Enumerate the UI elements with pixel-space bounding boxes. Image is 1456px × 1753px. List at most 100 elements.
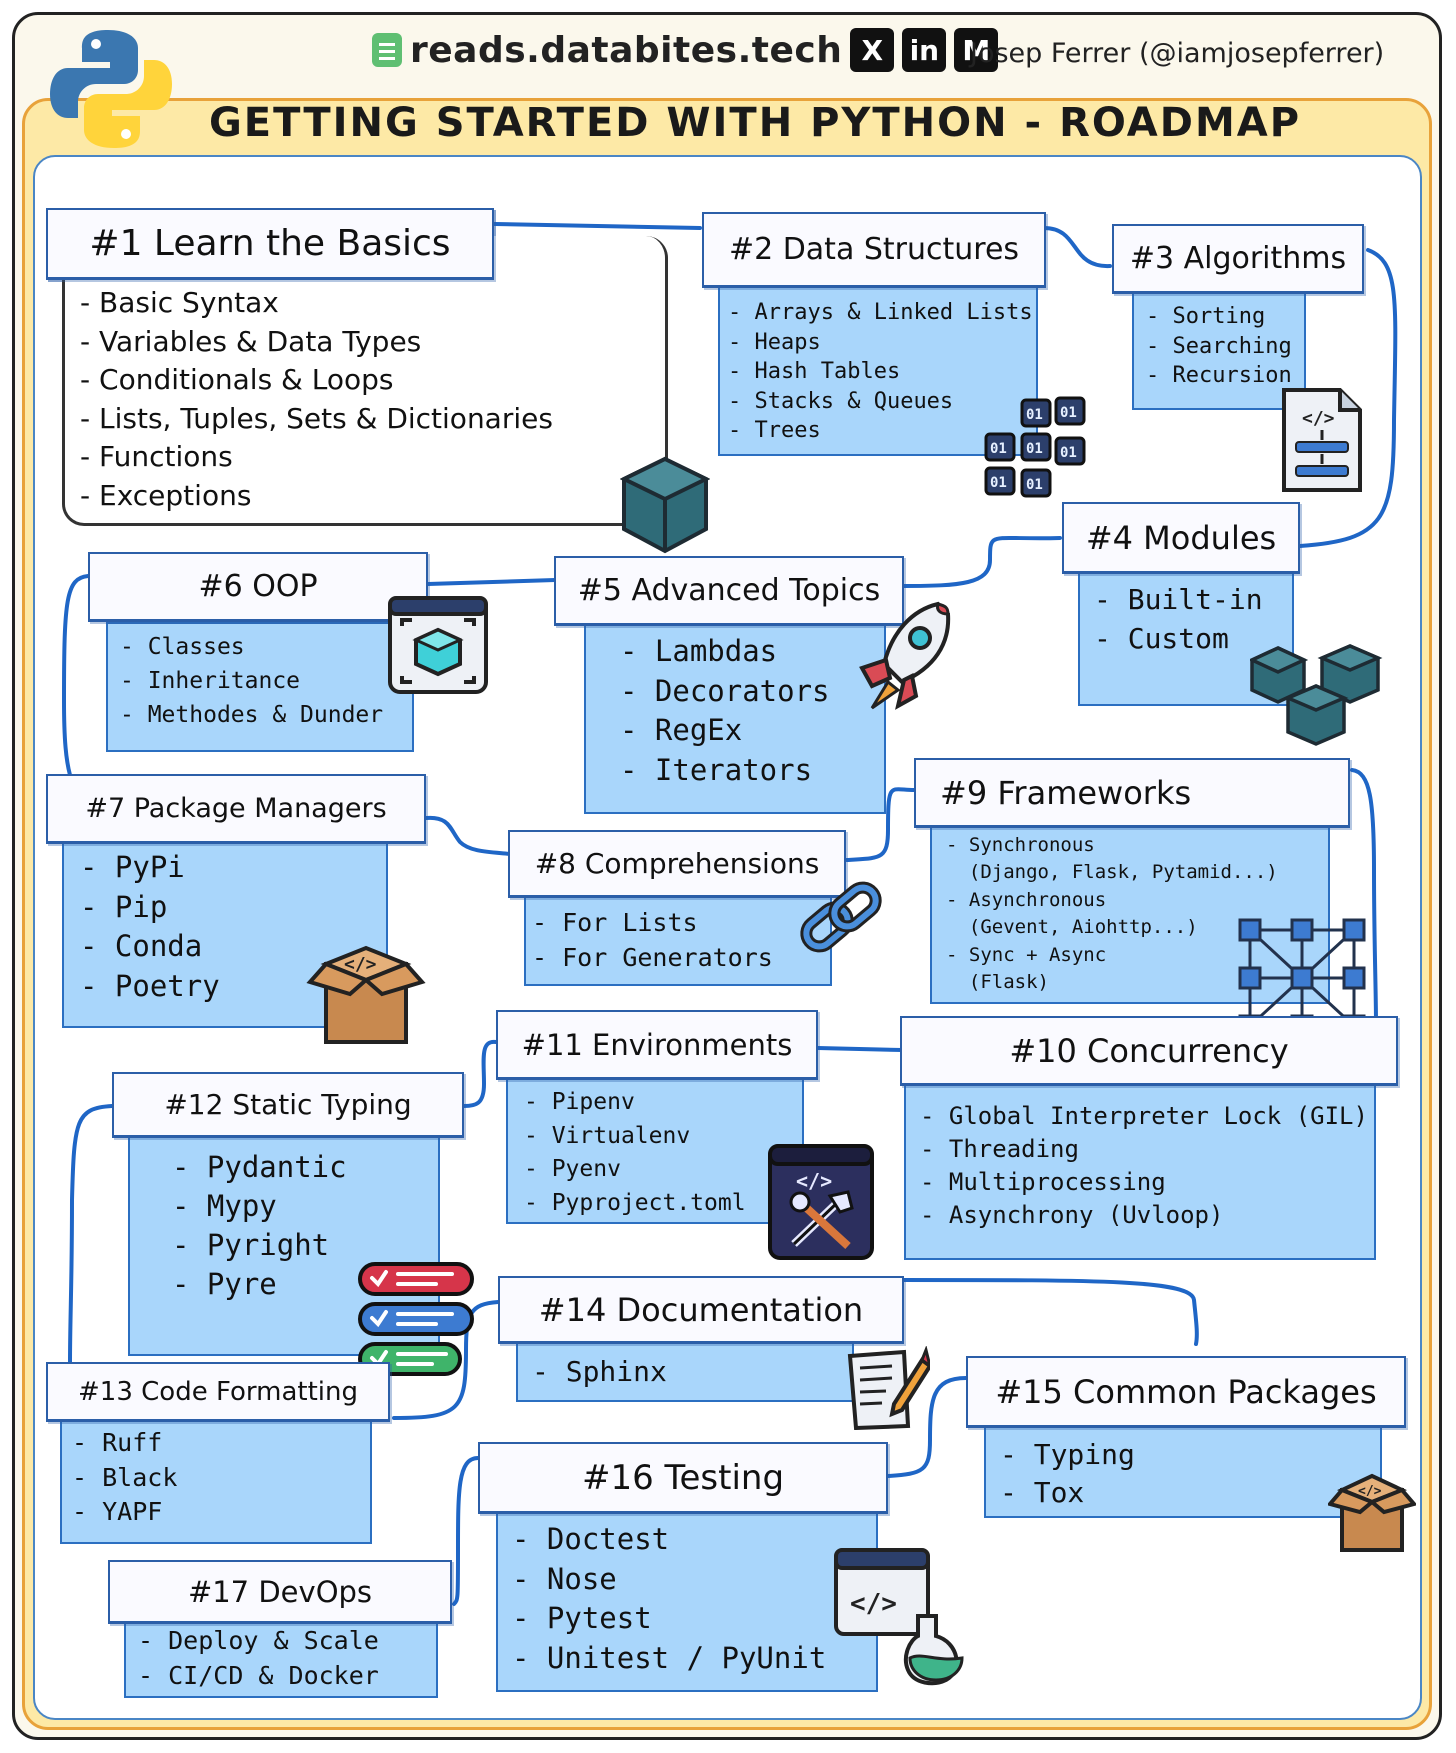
- svg-text:01: 01: [1026, 477, 1043, 493]
- svg-text:</>: </>: [1302, 408, 1335, 429]
- section-2-title: #2 Data Structures: [702, 212, 1046, 288]
- binary-grid-icon: 01 01 01 01 01 01 01: [984, 396, 1086, 498]
- list-item: Built-in: [1094, 580, 1263, 619]
- list-item: Iterators: [620, 751, 830, 791]
- list-item: Multiprocessing: [920, 1166, 1368, 1199]
- section-4-title: #4 Modules: [1062, 502, 1300, 574]
- list-item: Arrays & Linked Lists: [728, 298, 1033, 328]
- connector-7-8: [424, 815, 512, 856]
- list-item: RegEx: [620, 711, 830, 751]
- list-item: YAPF: [72, 1495, 177, 1530]
- list-item: For Generators: [532, 941, 773, 976]
- svg-text:01: 01: [1026, 407, 1043, 423]
- section-13-list: Ruff Black YAPF: [72, 1426, 177, 1530]
- section-11-title: #11 Environments: [496, 1010, 818, 1080]
- connector-9-10: [1350, 768, 1378, 1026]
- list-item: Pip: [80, 888, 220, 928]
- list-item: Sphinx: [532, 1354, 667, 1390]
- section-3-title: #3 Algorithms: [1112, 224, 1364, 294]
- list-item: Deploy & Scale: [138, 1624, 379, 1659]
- rocket-icon: [859, 601, 951, 710]
- cube-icon: [620, 456, 710, 554]
- test-flask-icon: </>: [834, 1548, 964, 1686]
- list-item: Exceptions: [80, 477, 553, 516]
- list-item: Decorators: [620, 672, 830, 712]
- list-item: Custom: [1094, 619, 1263, 658]
- connector-5-6: [426, 578, 557, 586]
- dev-tools-icon: </>: [768, 1144, 874, 1260]
- connector-13-14: [392, 1300, 500, 1420]
- list-item: Poetry: [80, 967, 220, 1007]
- list-item: Virtualenv: [524, 1120, 746, 1154]
- section-12-title: #12 Static Typing: [112, 1072, 464, 1138]
- medium-icon[interactable]: M: [954, 28, 999, 72]
- section-3-list: Sorting Searching Recursion: [1146, 302, 1292, 391]
- list-item: Black: [72, 1461, 177, 1496]
- section-17-title: #17 DevOps: [108, 1560, 452, 1624]
- connector-11-12: [462, 1039, 498, 1108]
- list-item: Sync + Async (Flask): [946, 942, 1278, 997]
- list-item: Ruff: [72, 1426, 177, 1461]
- section-11-list: Pipenv Virtualenv Pyenv Pyproject.toml: [524, 1086, 746, 1220]
- svg-text:</>: </>: [344, 954, 377, 975]
- svg-text:</>: </>: [850, 1589, 897, 1619]
- section-5-list: Lambdas Decorators RegEx Iterators: [620, 632, 830, 790]
- list-item: Basic Syntax: [80, 284, 553, 323]
- section-8-list: For Lists For Generators: [532, 906, 773, 975]
- section-10-list: Global Interpreter Lock (GIL) Threading …: [920, 1100, 1368, 1232]
- svg-text:01: 01: [990, 441, 1007, 457]
- list-item: Synchronous (Django, Flask, Pytamid...): [946, 832, 1278, 887]
- section-5-title: #5 Advanced Topics: [554, 556, 904, 626]
- list-item: Pyproject.toml: [524, 1187, 746, 1221]
- connector-10-11: [816, 1046, 904, 1052]
- code-file-icon: </>: [1282, 388, 1362, 492]
- list-item: Lists, Tuples, Sets & Dictionaries: [80, 400, 553, 439]
- section-2-list: Arrays & Linked Lists Heaps Hash Tables …: [728, 298, 1033, 446]
- x-icon[interactable]: X: [850, 28, 895, 72]
- package-box-icon: </>: [306, 945, 426, 1044]
- list-item: Hash Tables: [728, 357, 1033, 387]
- connector-15-16: [886, 1376, 968, 1478]
- list-item: PyPi: [80, 848, 220, 888]
- section-9-title: #9 Frameworks: [914, 758, 1350, 828]
- section-16-list: Doctest Nose Pytest Unitest / PyUnit: [512, 1520, 826, 1678]
- list-item: Pydantic: [172, 1148, 347, 1187]
- site-link[interactable]: reads.databites.tech: [410, 29, 843, 71]
- linkedin-icon[interactable]: in: [902, 28, 947, 72]
- svg-text:01: 01: [1026, 441, 1043, 457]
- svg-text:01: 01: [990, 475, 1007, 491]
- list-item: Pipenv: [524, 1086, 746, 1120]
- list-item: Variables & Data Types: [80, 323, 553, 362]
- section-4-list: Built-in Custom: [1094, 580, 1263, 658]
- list-item: CI/CD & Docker: [138, 1659, 379, 1694]
- list-item: Stacks & Queues: [728, 387, 1033, 417]
- list-item: Nose: [512, 1560, 826, 1600]
- author-name: Josep Ferrer (@iamjosepferrer): [970, 38, 1385, 69]
- section-9-list: Synchronous (Django, Flask, Pytamid...) …: [946, 832, 1278, 996]
- svg-text:</>: </>: [1358, 1484, 1382, 1499]
- newsletter-icon: [372, 33, 402, 67]
- list-item: Searching: [1146, 332, 1292, 362]
- list-item: Functions: [80, 438, 553, 477]
- page-title: GETTING STARTED WITH PYTHON - ROADMAP: [208, 100, 1302, 146]
- list-item: Heaps: [728, 328, 1033, 358]
- list-item: For Lists: [532, 906, 773, 941]
- section-13-title: #13 Code Formatting: [46, 1362, 390, 1422]
- connector-3-4: [1298, 248, 1398, 548]
- cubes-icon: [1250, 644, 1383, 746]
- list-item: Methodes & Dunder: [120, 698, 383, 732]
- connector-1-2: [493, 222, 702, 230]
- section-7-title: #7 Package Managers: [46, 774, 426, 844]
- list-item: Asynchronous (Gevent, Aiohttp...): [946, 887, 1278, 942]
- list-item: Unitest / PyUnit: [512, 1639, 826, 1679]
- list-item: Inheritance: [120, 664, 383, 698]
- list-item: Lambdas: [620, 632, 830, 672]
- section-7-list: PyPi Pip Conda Poetry: [80, 848, 220, 1006]
- section-8-title: #8 Comprehensions: [508, 830, 846, 898]
- section-6-list: Classes Inheritance Methodes & Dunder: [120, 630, 383, 732]
- section-15-title: #15 Common Packages: [966, 1356, 1406, 1428]
- list-item: Threading: [920, 1133, 1368, 1166]
- package-box-icon: </>: [1328, 1473, 1416, 1552]
- section-16-title: #16 Testing: [478, 1442, 888, 1514]
